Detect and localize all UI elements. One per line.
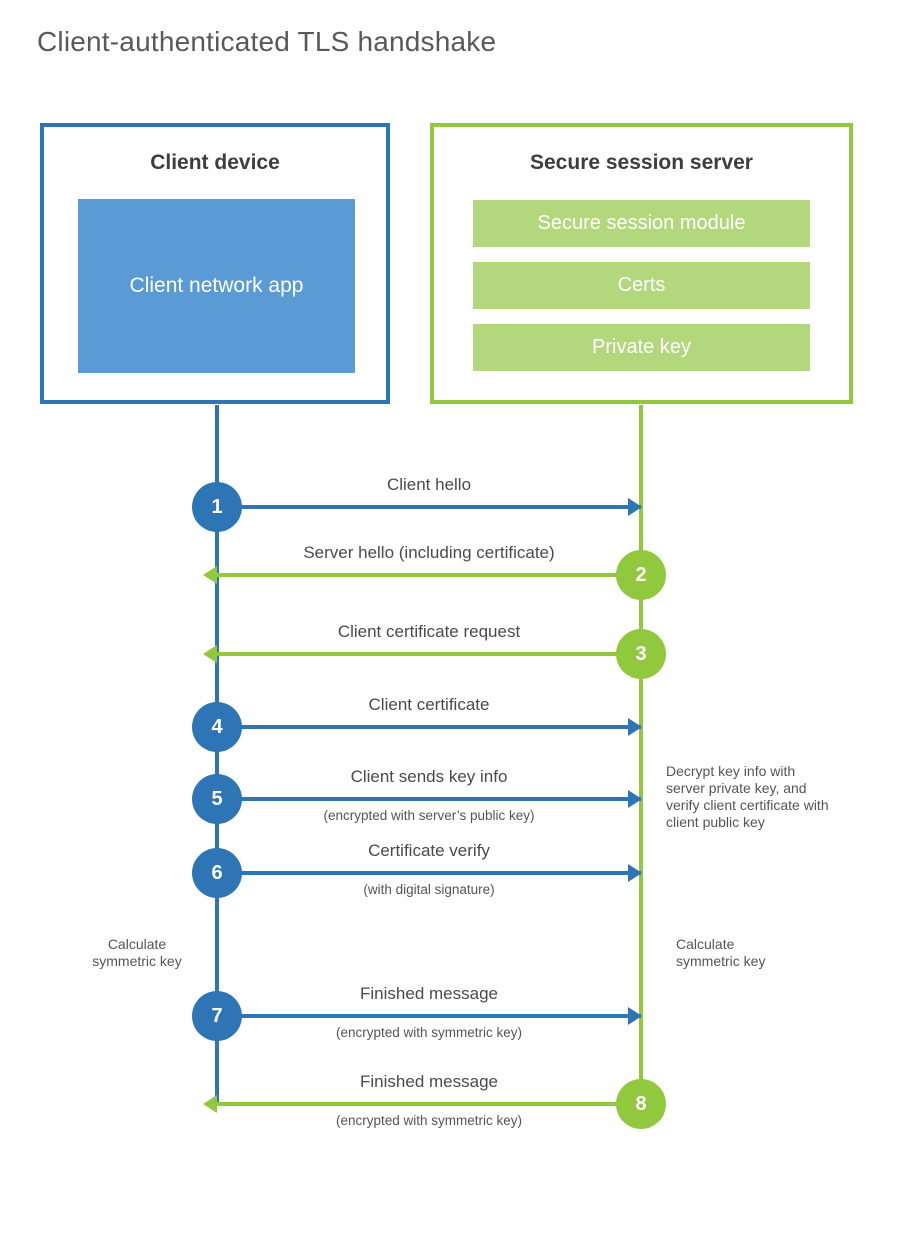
step-number: 6	[211, 861, 223, 884]
step-circle: 5	[192, 774, 242, 824]
page-title: Client-authenticated TLS handshake	[37, 26, 497, 57]
step-number: 8	[635, 1092, 647, 1115]
arrow-left-icon	[203, 645, 217, 663]
client-lifeline	[215, 405, 219, 1105]
server-module-private-key: Private key	[473, 324, 810, 371]
arrow-line	[217, 505, 641, 509]
message-label: Client hello	[386, 475, 472, 494]
server-module-certs: Certs	[473, 262, 810, 309]
message-sublabel: (encrypted with symmetric key)	[335, 1025, 523, 1040]
step-circle: 3	[616, 629, 666, 679]
message-sublabel: (encrypted with server’s public key)	[323, 808, 535, 823]
client-network-app-box: Client network app	[78, 199, 355, 373]
arrow-line	[217, 1102, 641, 1106]
step-circle: 7	[192, 991, 242, 1041]
arrow-line	[217, 871, 641, 875]
client-network-app-label: Client network app	[129, 273, 304, 297]
arrow-right-icon	[628, 498, 642, 516]
arrow-line	[217, 573, 641, 577]
arrow-right-icon	[628, 718, 642, 736]
arrow-line	[217, 725, 641, 729]
arrow-line	[217, 797, 641, 801]
arrow-right-icon	[628, 1007, 642, 1025]
calculate-symmetric-key-right: Calculate symmetric key	[676, 936, 766, 970]
server-lifeline	[639, 405, 643, 1105]
arrow-right-icon	[628, 864, 642, 882]
step-number: 1	[211, 495, 223, 518]
arrow-left-icon	[203, 566, 217, 584]
decrypt-key-note: Decrypt key info with server private key…	[666, 763, 829, 831]
arrow-left-icon	[203, 1095, 217, 1113]
calculate-symmetric-key-left: Calculate symmetric key	[92, 936, 182, 970]
secure-session-server-title: Secure session server	[530, 151, 753, 174]
arrow-line	[217, 1014, 641, 1018]
step-circle: 2	[616, 550, 666, 600]
step-number: 2	[635, 563, 647, 586]
message-label: Client certificate	[368, 695, 490, 714]
message-sublabel: (with digital signature)	[363, 882, 495, 897]
step-circle: 4	[192, 702, 242, 752]
arrow-line	[217, 652, 641, 656]
step-number: 3	[635, 642, 647, 665]
step-number: 7	[211, 1004, 223, 1027]
step-circle: 8	[616, 1079, 666, 1129]
message-label: Client certificate request	[337, 622, 521, 641]
message-label: Finished message	[360, 984, 498, 1003]
arrow-right-icon	[628, 790, 642, 808]
message-label: Client sends key info	[350, 767, 508, 786]
message-label: Finished message	[360, 1072, 498, 1091]
client-device-box: Client device Client network app	[40, 123, 390, 404]
client-device-title: Client device	[150, 151, 280, 174]
step-number: 5	[211, 787, 223, 810]
step-number: 4	[211, 715, 223, 738]
message-sublabel: (encrypted with symmetric key)	[335, 1113, 523, 1128]
step-circle: 6	[192, 848, 242, 898]
secure-session-server-box: Secure session server Secure session mod…	[430, 123, 853, 404]
message-label: Server hello (including certificate)	[303, 543, 555, 562]
server-module-secure-session: Secure session module	[473, 200, 810, 247]
message-label: Certificate verify	[368, 841, 490, 860]
step-circle: 1	[192, 482, 242, 532]
